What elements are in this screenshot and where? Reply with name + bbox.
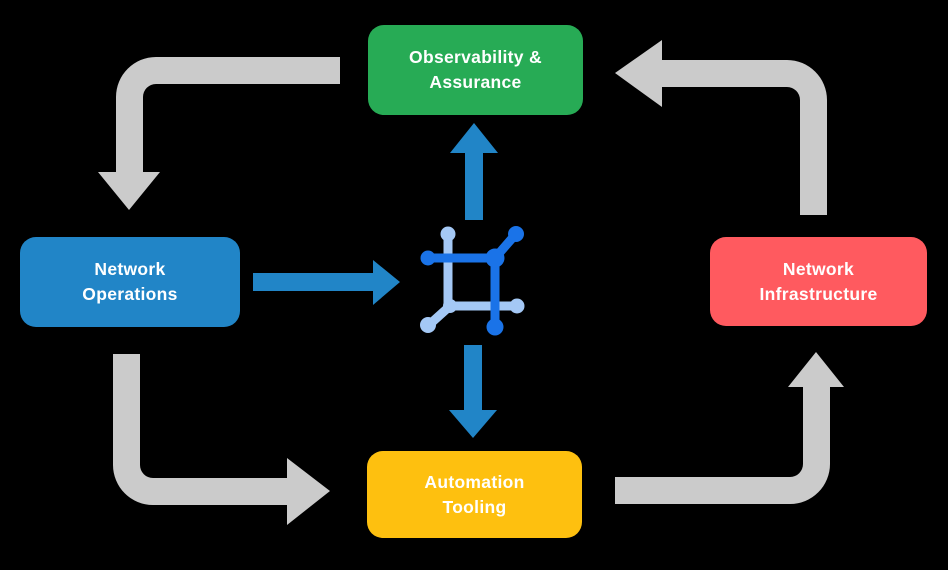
node-network-operations-label: Network Operations xyxy=(82,259,178,304)
arrow-infrastructure-to-observability xyxy=(615,40,827,215)
arrow-operations-to-automation xyxy=(113,354,330,525)
node-network-infrastructure: Network Infrastructure xyxy=(710,237,927,326)
icon-node-bottom xyxy=(486,318,504,336)
arrow-center-to-observability xyxy=(450,123,498,220)
icon-node-left xyxy=(420,250,436,266)
node-network-operations: Network Operations xyxy=(20,237,240,327)
arrow-operations-to-center xyxy=(253,260,400,305)
arrow-center-to-automation xyxy=(449,345,497,438)
network-fabric-icon xyxy=(420,226,525,336)
icon-node-right xyxy=(509,298,525,314)
arrow-automation-to-infrastructure xyxy=(615,352,844,504)
node-observability-assurance: Observability & Assurance xyxy=(368,25,583,115)
icon-node-bottom-left-corner xyxy=(443,299,457,313)
icon-node-bottom-left xyxy=(420,317,436,333)
icon-node-top-right-corner xyxy=(485,248,505,268)
node-network-infrastructure-label: Network Infrastructure xyxy=(759,258,878,304)
arrow-observability-to-operations xyxy=(98,57,340,210)
icon-node-top xyxy=(440,226,456,242)
node-automation-tooling: Automation Tooling xyxy=(367,451,582,538)
icon-node-top-right xyxy=(508,226,524,242)
node-automation-tooling-label: Automation Tooling xyxy=(424,471,525,517)
node-observability-assurance-label: Observability & Assurance xyxy=(409,47,542,92)
